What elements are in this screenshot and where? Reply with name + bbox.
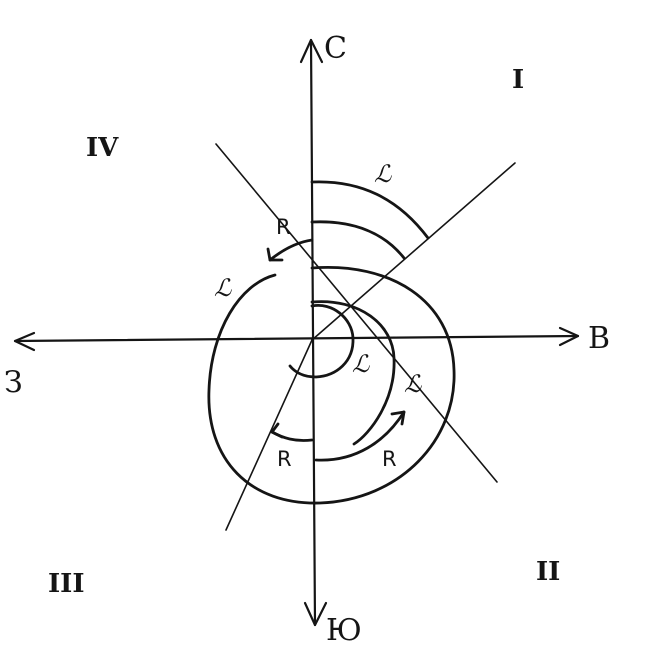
west-arrowhead (13, 331, 36, 352)
r-label-bottom-left: R (277, 447, 292, 471)
arrowhead-northwest (266, 247, 284, 262)
north-south-axis (309, 38, 317, 627)
angle-arcs (207, 180, 456, 505)
angle-label-center: ℒ (352, 350, 370, 378)
arrowhead-southeast (390, 410, 406, 426)
r-label-bottom-right: R (382, 447, 397, 471)
quadrant-1-label: I (512, 65, 524, 95)
arc-north-to-northeast (310, 180, 430, 240)
quadrant-2-label: II (536, 557, 560, 587)
angle-label-right: ℒ (404, 370, 422, 398)
rotation-labels: R R R (276, 215, 397, 471)
spiral-inner (288, 303, 355, 379)
east-arrowhead (558, 326, 580, 347)
quadrant-4-label: IV (86, 133, 119, 163)
direction-labels: C B Ю З (4, 31, 610, 648)
r-label-top: R (276, 215, 291, 239)
northeast-line (311, 162, 516, 341)
arc-south-to-southeast (314, 410, 406, 462)
west-east-axis (13, 334, 580, 343)
north-label: C (324, 31, 347, 66)
arrowhead-southwest (270, 422, 284, 439)
south-arrowhead (303, 601, 328, 627)
north-arrowhead (299, 38, 324, 64)
northwest-southeast-line (215, 143, 498, 483)
quadrant-labels: I II III IV (48, 65, 560, 599)
south-label: Ю (326, 613, 362, 648)
quadrant-3-label: III (48, 569, 85, 599)
arc-north-to-northeast-inner (310, 220, 406, 260)
angle-labels: ℒ ℒ ℒ ℒ (214, 160, 422, 398)
angle-label-left: ℒ (214, 274, 232, 302)
west-label: З (4, 365, 23, 400)
angle-label-top: ℒ (374, 160, 392, 188)
spiral-middle (310, 300, 396, 446)
east-label: B (588, 321, 610, 356)
axes (13, 38, 580, 627)
arc-north-to-northwest (268, 238, 314, 262)
spiral-outer (207, 265, 456, 505)
